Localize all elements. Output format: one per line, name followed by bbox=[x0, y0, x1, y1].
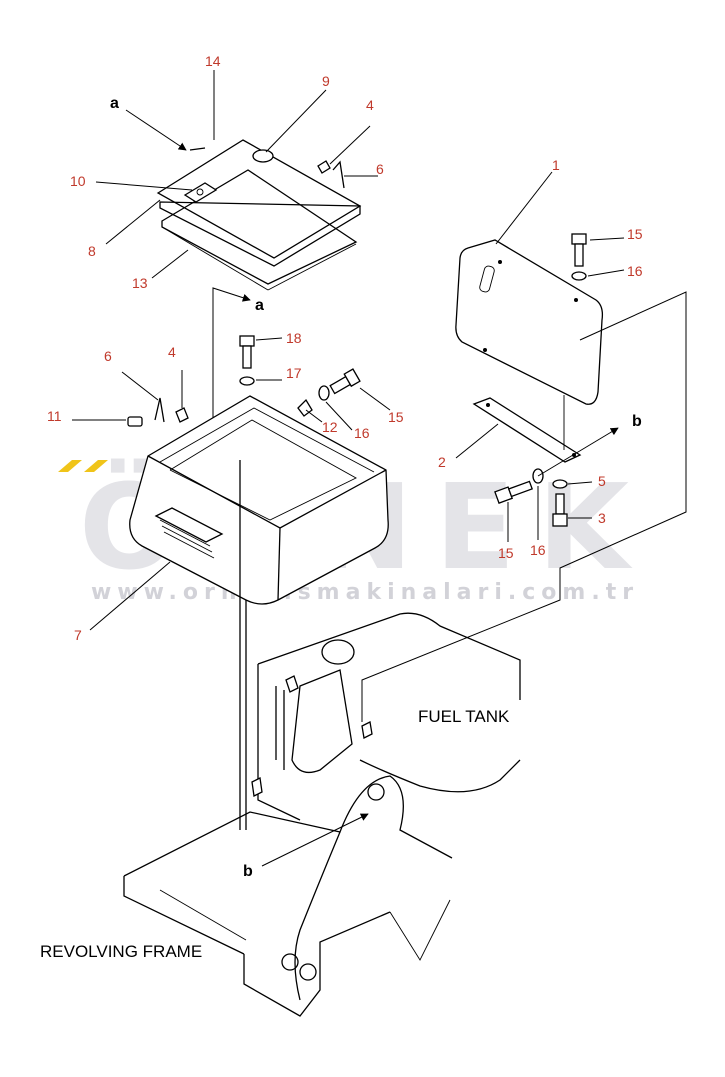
callout-11: 11 bbox=[47, 408, 62, 424]
ref-letter-b-bottom: b bbox=[243, 863, 253, 880]
callout-5: 5 bbox=[598, 473, 606, 489]
watermark-accent-icon bbox=[58, 460, 108, 472]
washer-16-mid bbox=[318, 385, 330, 401]
callout-16-top: 16 bbox=[627, 263, 643, 279]
pin-6-top bbox=[332, 160, 345, 189]
callout-12: 12 bbox=[322, 419, 338, 435]
callout-3: 3 bbox=[598, 510, 606, 526]
ref-letter-a-top: a bbox=[110, 95, 119, 112]
callout-10: 10 bbox=[70, 173, 86, 189]
leader-lines bbox=[72, 70, 625, 631]
callout-8: 8 bbox=[88, 243, 96, 259]
callout-18: 18 bbox=[286, 330, 302, 346]
callout-4-left: 4 bbox=[168, 344, 176, 360]
clip-4-left bbox=[175, 407, 189, 423]
callout-14: 14 bbox=[205, 53, 221, 69]
side-panel bbox=[455, 239, 604, 405]
callout-2: 2 bbox=[438, 454, 446, 470]
callout-17: 17 bbox=[286, 365, 302, 381]
callout-6-left: 6 bbox=[104, 348, 112, 364]
fuel-tank bbox=[257, 612, 521, 821]
revolving-frame bbox=[123, 775, 453, 1017]
top-cover-assembly bbox=[156, 139, 362, 291]
part-11 bbox=[127, 416, 143, 427]
part-12 bbox=[297, 398, 313, 417]
bolt-15-lower bbox=[494, 480, 533, 504]
fuel-cap-icon bbox=[321, 639, 355, 665]
callout-1: 1 bbox=[552, 157, 560, 173]
bolt-3 bbox=[552, 493, 568, 527]
storage-box bbox=[129, 395, 389, 830]
callout-7: 7 bbox=[74, 627, 82, 643]
callout-6: 6 bbox=[376, 161, 384, 177]
ref-letter-b-right: b bbox=[632, 413, 642, 430]
vent-grille bbox=[154, 507, 224, 559]
ref-letter-a-mid: a bbox=[255, 297, 264, 314]
bracket bbox=[472, 395, 582, 463]
bolt-15-top bbox=[571, 233, 587, 281]
callout-13: 13 bbox=[132, 275, 148, 291]
revolving-frame-label: REVOLVING FRAME bbox=[40, 942, 203, 961]
callout-16-lower: 16 bbox=[530, 542, 546, 558]
callout-9: 9 bbox=[322, 73, 330, 89]
bolt-18 bbox=[239, 335, 255, 386]
fuel-tank-label: FUEL TANK bbox=[418, 707, 510, 726]
callout-16-mid: 16 bbox=[354, 425, 370, 441]
callout-4: 4 bbox=[366, 97, 374, 113]
pin-6-left bbox=[154, 397, 165, 423]
callout-15-top: 15 bbox=[627, 226, 643, 242]
bolt-15-mid bbox=[329, 368, 361, 395]
clip-4-top bbox=[317, 160, 331, 174]
callout-15-mid: 15 bbox=[388, 409, 404, 425]
washer-5 bbox=[552, 479, 568, 489]
callout-15-lower: 15 bbox=[498, 545, 514, 561]
